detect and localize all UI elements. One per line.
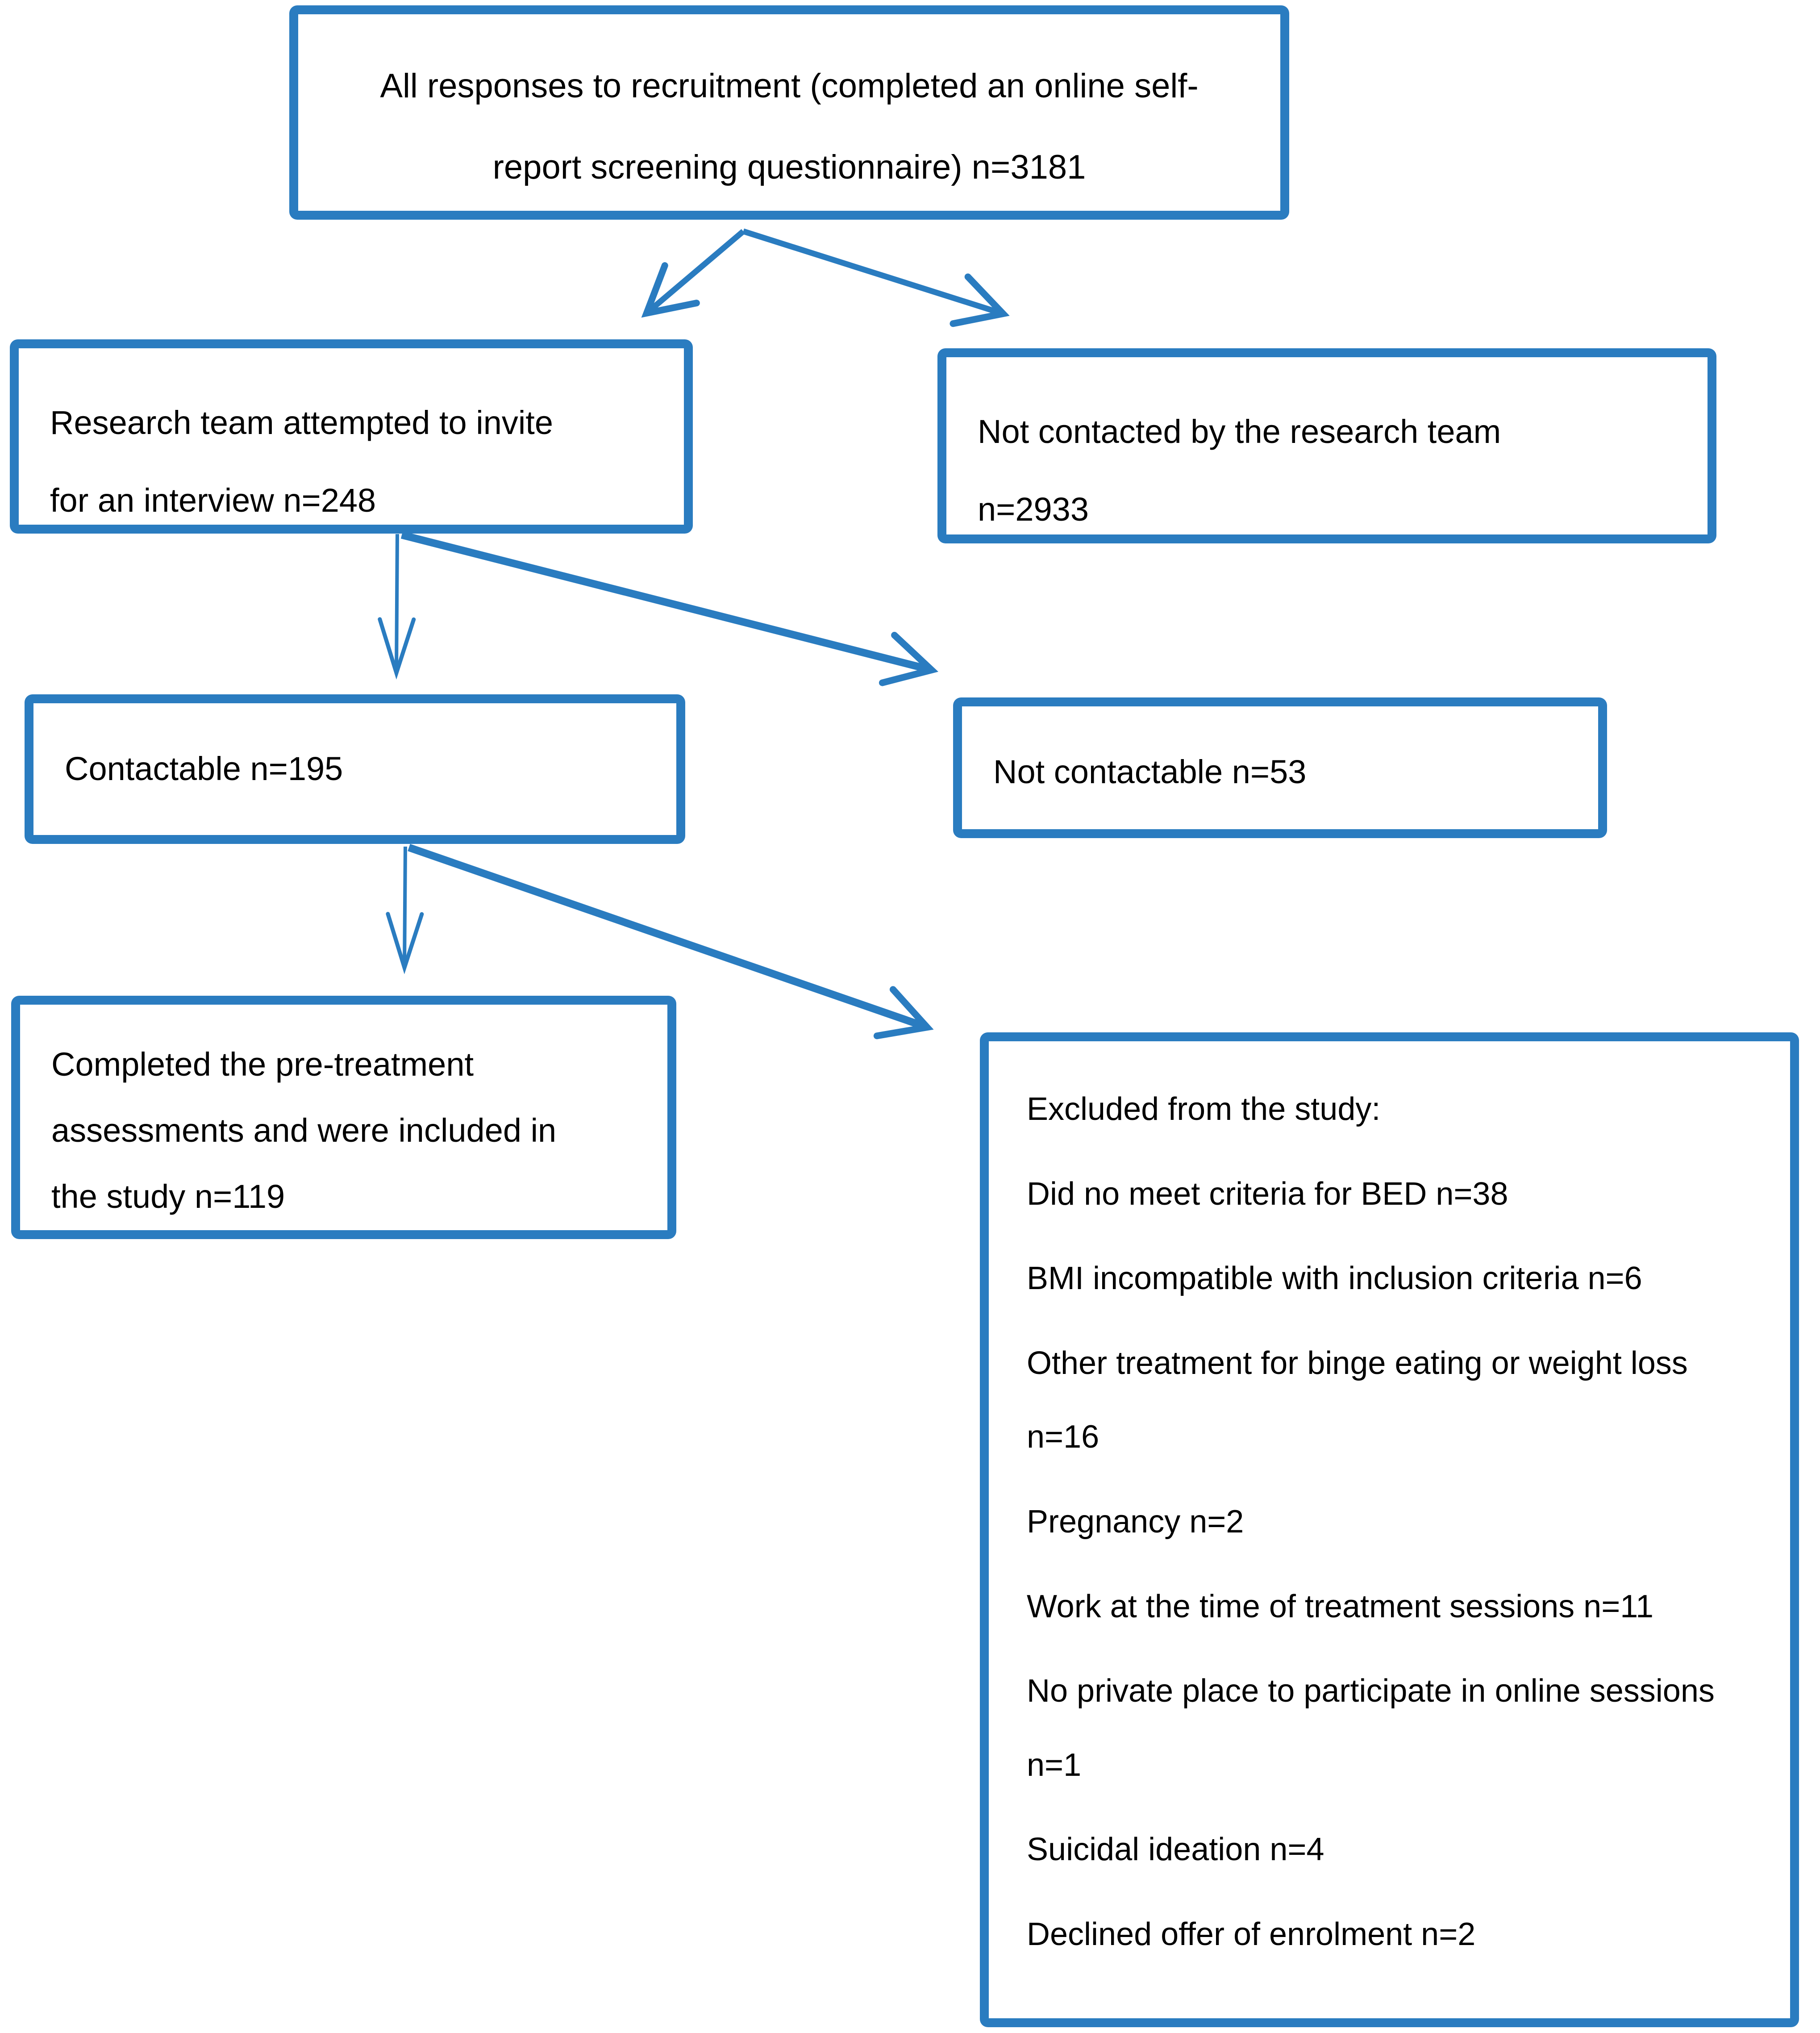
box-not-contactable: Not contactable n=53 bbox=[953, 697, 1607, 838]
box-contactable: Contactable n=195 bbox=[25, 694, 685, 844]
box-text-line: Research team attempted to invite bbox=[50, 404, 554, 441]
excluded-item: BMI incompatible with inclusion criteria… bbox=[1027, 1261, 1642, 1297]
arrow-invited-to-contactable bbox=[378, 534, 416, 680]
excluded-item: Other treatment for binge eating or weig… bbox=[1027, 1345, 1688, 1455]
box-all-responses: All responses to recruitment (completed … bbox=[289, 5, 1289, 220]
excluded-item: Work at the time of treatment sessions n… bbox=[1027, 1588, 1653, 1624]
box-text-line: All responses to recruitment (completed … bbox=[380, 67, 1199, 105]
box-text-line: the study n=119 bbox=[51, 1178, 285, 1215]
box-not-contacted: Not contacted by the research team n=293… bbox=[937, 348, 1716, 543]
excluded-header: Excluded from the study: bbox=[1027, 1091, 1381, 1127]
excluded-item: Suicidal ideation n=4 bbox=[1027, 1832, 1324, 1868]
box-excluded: Excluded from the study: Did no meet cri… bbox=[980, 1032, 1799, 2027]
excluded-item: Pregnancy n=2 bbox=[1027, 1503, 1244, 1540]
arrow-contactable-to-completed bbox=[386, 846, 424, 974]
box-text-line: Not contactable n=53 bbox=[993, 753, 1307, 790]
excluded-item: No private place to participate in onlin… bbox=[1027, 1673, 1715, 1783]
box-text-line: Completed the pre-treatment bbox=[51, 1046, 474, 1083]
excluded-item: Did no meet criteria for BED n=38 bbox=[1027, 1176, 1508, 1212]
arrow-invited-to-not-contactable bbox=[400, 531, 939, 686]
arrow-top-to-invited bbox=[641, 229, 745, 318]
box-text-line: n=2933 bbox=[978, 490, 1089, 528]
box-completed-included: Completed the pre-treatment assessments … bbox=[11, 996, 676, 1239]
box-attempted-invite: Research team attempted to invite for an… bbox=[10, 339, 693, 534]
excluded-item: Declined offer of enrolment n=2 bbox=[1027, 1916, 1476, 1952]
box-text-line: for an interview n=248 bbox=[50, 481, 376, 519]
box-text-line: Contactable n=195 bbox=[65, 750, 343, 787]
box-text-line: assessments and were included in bbox=[51, 1112, 557, 1149]
box-text-line: report screening questionnaire) n=3181 bbox=[492, 148, 1086, 187]
box-text-line: Not contacted by the research team bbox=[978, 413, 1501, 450]
arrow-top-to-not-contacted bbox=[742, 228, 1010, 327]
